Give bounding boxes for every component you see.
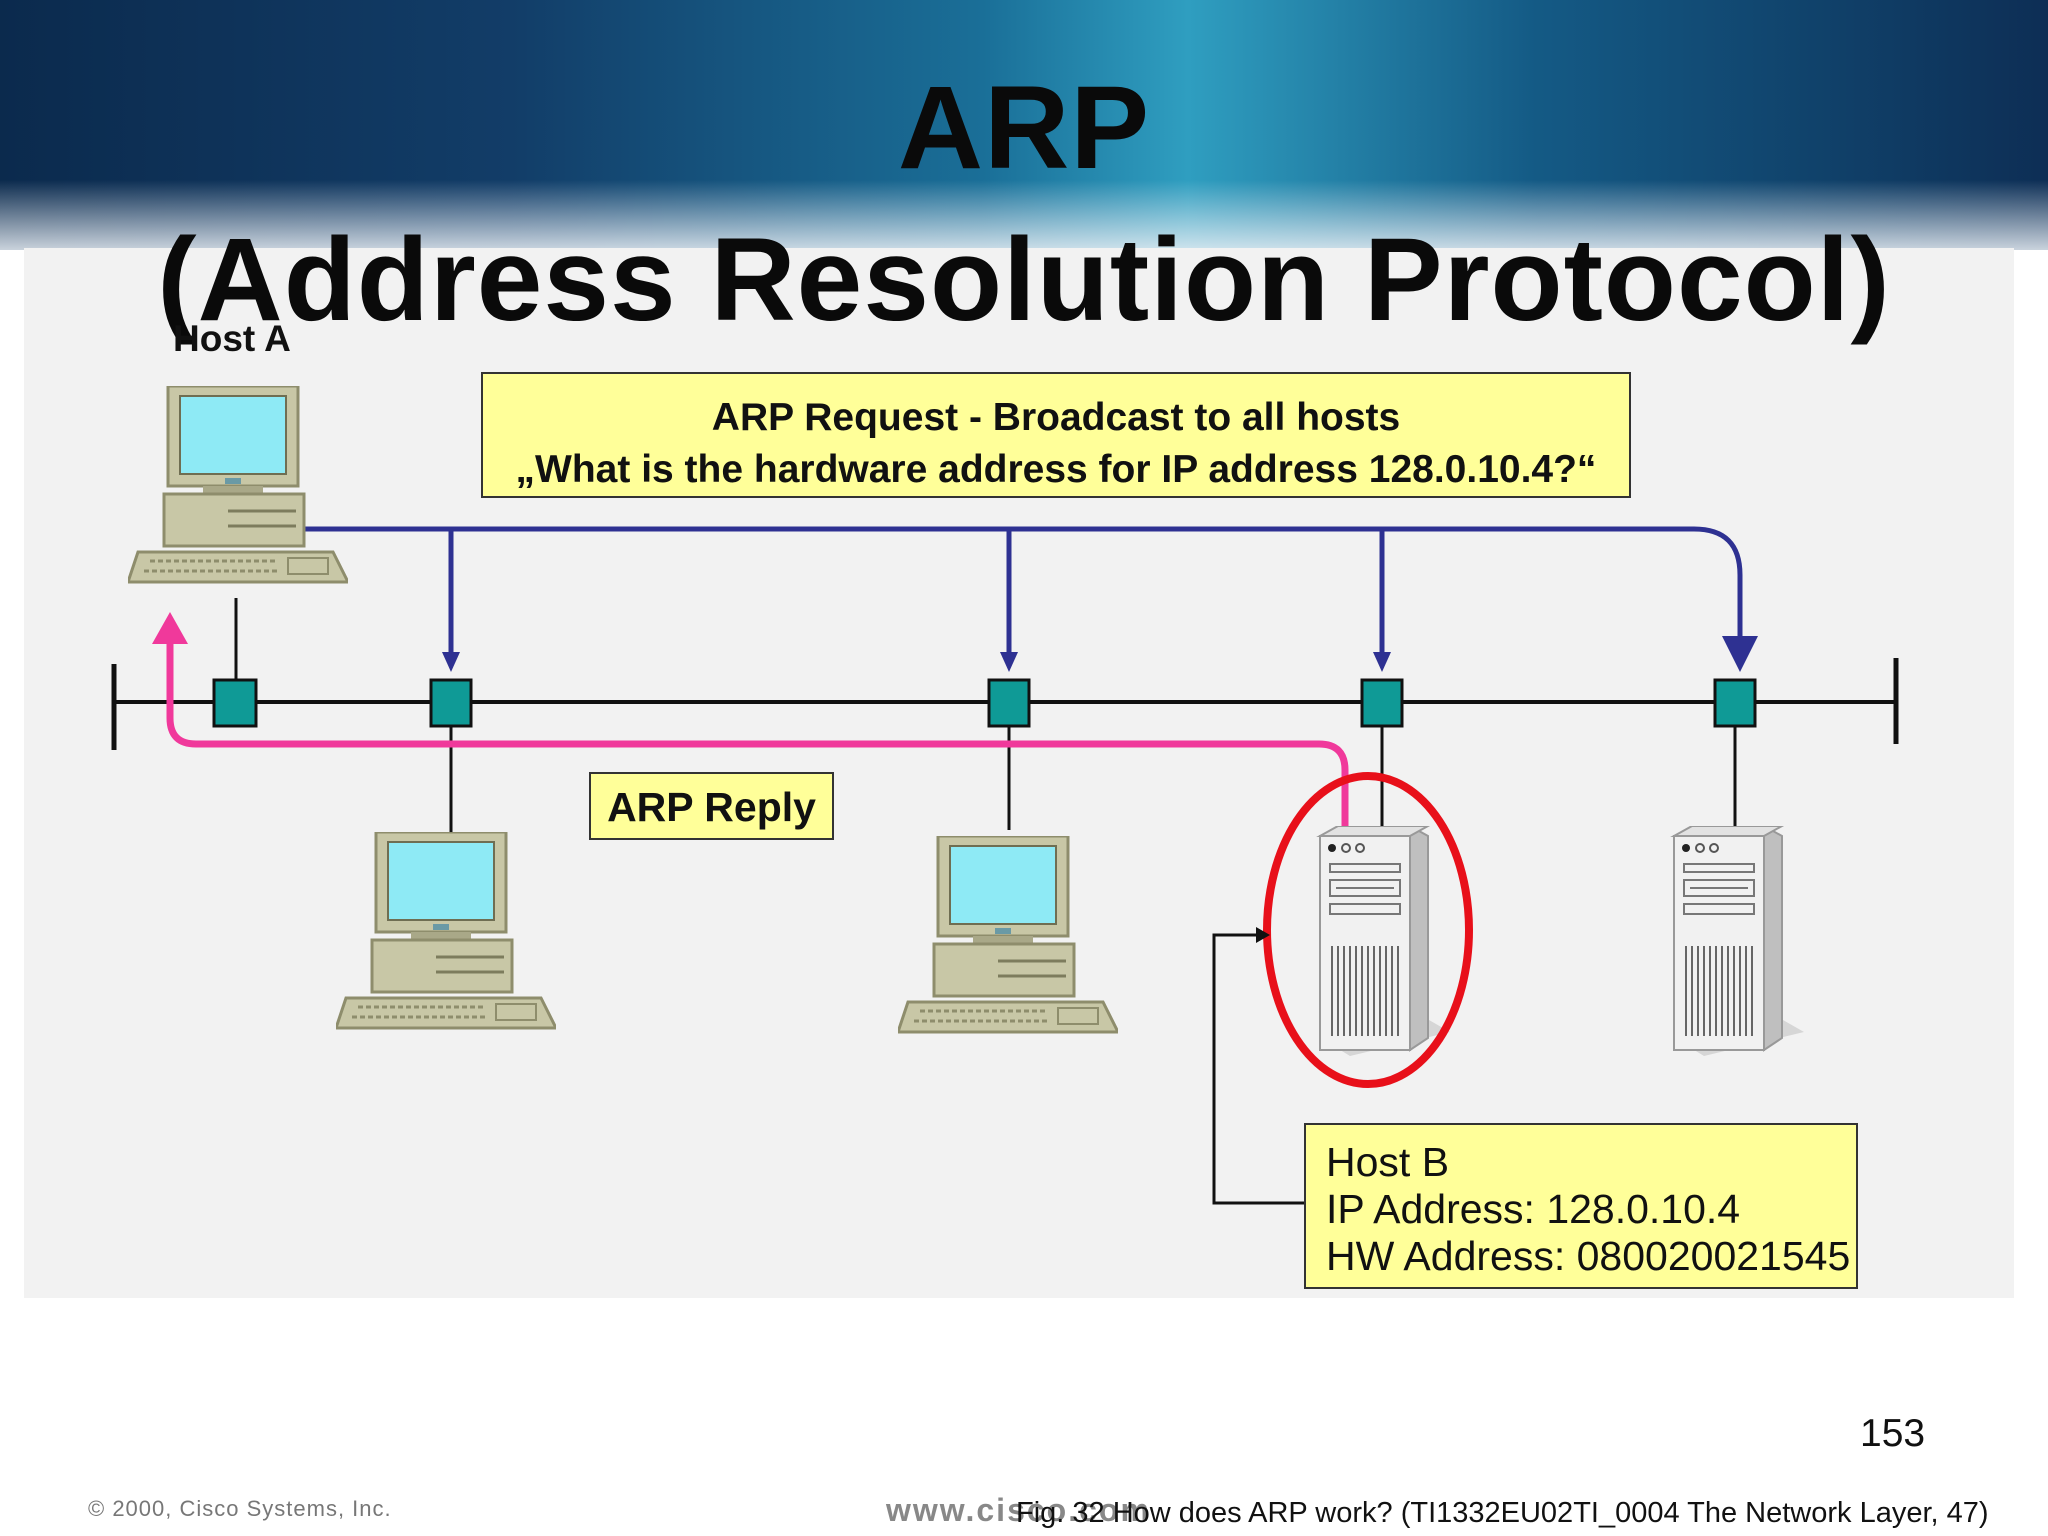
host-b-highlight-ring <box>1263 772 1473 1088</box>
host-b-server-icon <box>1319 826 1450 1056</box>
arp-request-line2: „What is the hardware address for IP add… <box>515 448 1597 491</box>
page-number: 153 <box>1860 1412 1926 1455</box>
arrow-head-icon <box>1000 652 1018 672</box>
port-host-5 <box>1713 678 1757 728</box>
arp-request-arrows <box>300 526 1743 660</box>
host-3-computer-icon <box>898 836 1118 1034</box>
arrow-head-icon <box>1373 652 1391 672</box>
arp-request-line1: ARP Request - Broadcast to all hosts <box>711 396 1401 439</box>
port-host-b <box>1360 678 1404 728</box>
host-5-server-icon <box>1673 826 1804 1056</box>
page-subtitle: (Address Resolution Protocol) <box>157 214 1891 346</box>
title-banner <box>0 0 2048 250</box>
host-a-computer-icon <box>128 386 348 584</box>
host-2-computer-icon <box>336 832 556 1030</box>
host-b-ip: IP Address: 128.0.10.4 <box>1326 1186 1741 1232</box>
connector-arrow-head-icon <box>1256 927 1270 943</box>
port-host-a <box>212 678 258 728</box>
figure-caption: Fig. 32 How does ARP work? (TI1332EU02TI… <box>1016 1497 1989 1529</box>
arrow-head-icon <box>442 652 460 672</box>
arp-reply-callout: ARP Reply <box>589 772 834 840</box>
port-host-2 <box>429 678 473 728</box>
reply-arrow-head-icon <box>152 612 188 644</box>
arp-request-callout: ARP Request - Broadcast to all hosts „Wh… <box>481 372 1631 498</box>
page-title: ARP <box>897 62 1151 194</box>
arp-reply-arrow <box>166 640 1349 830</box>
host-b-callout-connector <box>1212 933 1304 1205</box>
host-b-hw: HW Address: 080020021545 <box>1326 1233 1851 1279</box>
arrow-head-icon <box>1722 636 1758 672</box>
host-a-label: Host A <box>173 318 291 359</box>
host-b-name: Host B <box>1326 1139 1450 1185</box>
copyright-notice: © 2000, Cisco Systems, Inc. <box>88 1496 392 1521</box>
host-b-callout: Host B IP Address: 128.0.10.4 HW Address… <box>1304 1123 1858 1289</box>
footer-url: www.cisco.com <box>886 1492 1151 1528</box>
port-host-3 <box>987 678 1031 728</box>
